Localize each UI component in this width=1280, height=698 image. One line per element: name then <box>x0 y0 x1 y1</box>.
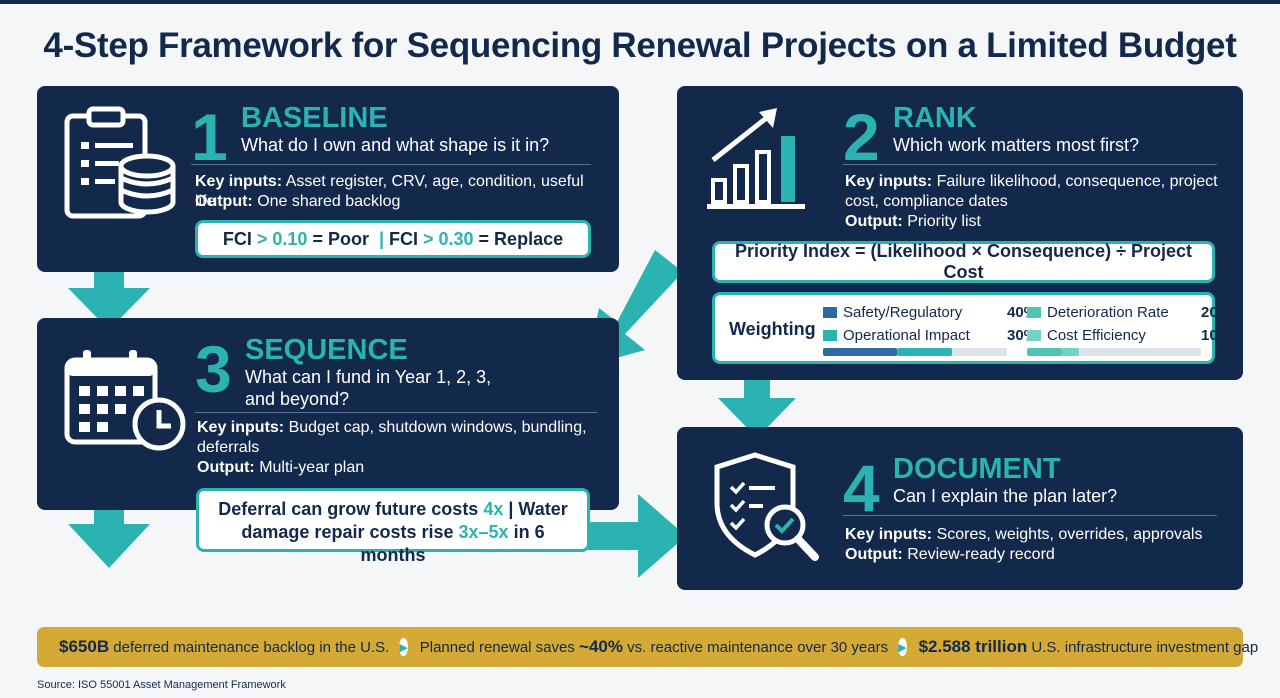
key-inputs: Key inputs: Budget cap, shutdown windows… <box>197 419 587 456</box>
step-card-document: 4 DOCUMENT Can I explain the plan later?… <box>677 427 1243 590</box>
stat-renewal-savings: Planned renewal saves ~40% vs. reactive … <box>419 637 889 656</box>
weighting-label: Weighting <box>729 319 816 339</box>
key-inputs: Key inputs: Asset register, CRV, age, co… <box>195 173 584 210</box>
divider <box>843 164 1217 165</box>
output: Output: Review-ready record <box>845 546 1055 563</box>
step-card-baseline: 1 BASELINE What do I own and what shape … <box>37 86 619 272</box>
step-title: DOCUMENT <box>893 453 1061 485</box>
weighting-name: Deterioration Rate <box>1047 304 1169 321</box>
deferral-cost-callout: Deferral can grow future costs 4x | Wate… <box>196 488 590 565</box>
fci-callout: FCI > 0.10 = Poor | FCI > 0.30 = Replace <box>195 220 591 258</box>
output: Output: Multi-year plan <box>197 459 365 476</box>
weighting-bar-track <box>1027 348 1201 356</box>
weighting-bar-fill <box>823 348 897 356</box>
weighting-swatch <box>1027 307 1041 318</box>
weighting-percent: 10% <box>1201 327 1232 344</box>
bar-chart-arrow-icon <box>707 108 805 209</box>
weighting-swatch <box>823 307 837 318</box>
arrow-step2-to-step4 <box>718 362 796 438</box>
step-question: What do I own and what shape is it in? <box>241 135 550 155</box>
shield-checklist-magnifier-icon <box>714 452 819 561</box>
weighting-percent: 20% <box>1201 304 1232 321</box>
arrow-step3-to-step4 <box>588 494 686 578</box>
step-title: SEQUENCE <box>245 334 408 366</box>
weighting-name: Cost Efficiency <box>1047 327 1146 344</box>
key-inputs: Key inputs: Failure likelihood, conseque… <box>845 173 1218 210</box>
step-question: Can I explain the plan later? <box>893 486 1118 506</box>
weighting-item: Deterioration Rate 20% <box>1027 303 1231 323</box>
source-note: Source: ISO 55001 Asset Management Frame… <box>37 679 286 691</box>
divider <box>843 515 1217 516</box>
weighting-name: Operational Impact <box>843 327 970 344</box>
weighting-swatch <box>823 330 837 341</box>
priority-index-formula: Priority Index = (Likelihood × Consequen… <box>712 241 1215 283</box>
calendar-clock-icon <box>64 350 186 451</box>
step-question: What can I fund in Year 1, 2, 3, and bey… <box>245 367 492 409</box>
step-number: 1 <box>191 100 228 174</box>
step-number: 4 <box>843 451 880 525</box>
step-question: Which work matters most first? <box>893 135 1140 155</box>
step-title: RANK <box>893 102 977 134</box>
step-number: 2 <box>843 100 880 174</box>
chevron-right-icon: ▶ <box>399 638 408 656</box>
weighting-bar-track <box>823 348 1007 356</box>
weighting-name: Safety/Regulatory <box>843 304 963 321</box>
stat-investment-gap: $2.588 trillion U.S. infrastructure inve… <box>918 637 1259 656</box>
divider <box>195 412 597 413</box>
weighting-bar-fill <box>1062 348 1079 356</box>
output: Output: One shared backlog <box>195 193 401 210</box>
output: Output: Priority list <box>845 213 981 230</box>
top-rule <box>0 0 1280 4</box>
weighting-bar-fill <box>1027 348 1062 356</box>
stats-footer: $650B deferred maintenance backlog in th… <box>37 627 1258 667</box>
key-inputs: Key inputs: Scores, weights, overrides, … <box>845 526 1203 543</box>
stat-backlog: $650B deferred maintenance backlog in th… <box>59 637 390 656</box>
step-number: 3 <box>195 332 232 406</box>
weighting-item: Cost Efficiency 10% <box>1027 326 1231 346</box>
arrow-step3-down <box>68 472 150 568</box>
step-card-sequence: 3 SEQUENCE What can I fund in Year 1, 2,… <box>37 318 619 510</box>
weighting-bar-fill <box>897 348 952 356</box>
arrow-step1-to-step3 <box>68 240 150 330</box>
clipboard-database-icon <box>64 106 176 219</box>
weighting-swatch <box>1027 330 1041 341</box>
divider <box>191 164 591 165</box>
page-title: 4-Step Framework for Sequencing Renewal … <box>43 26 1237 65</box>
chevron-right-icon: ▶ <box>898 638 907 656</box>
step-title: BASELINE <box>241 102 388 134</box>
